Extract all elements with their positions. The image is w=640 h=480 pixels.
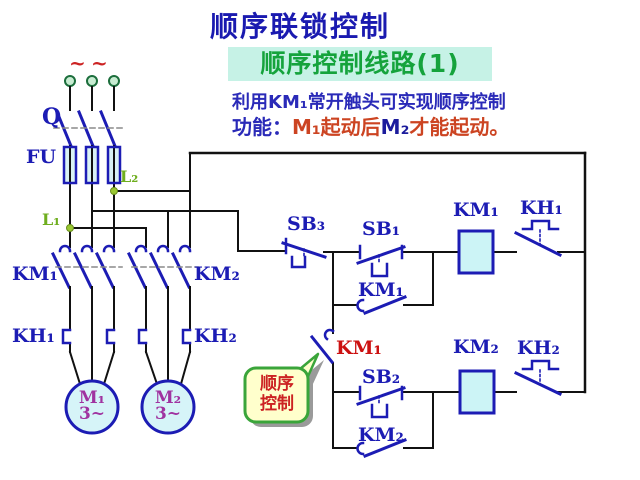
- label-km2-main: KM₂: [194, 263, 240, 285]
- km1-sequence-contact: [309, 328, 335, 365]
- label-sb2: SB₂: [362, 366, 401, 388]
- callout-sequence-control: 顺序 控制: [260, 374, 294, 414]
- sb2-start-button: [356, 385, 406, 419]
- desc2-suffix: 才能起动。: [409, 115, 510, 139]
- label-km1-main: KM₁: [12, 263, 58, 285]
- motor-m2-phases: 3~: [154, 404, 182, 424]
- km2-selfhold-contact: [356, 438, 407, 458]
- label-phase-l1: L₁: [42, 210, 61, 229]
- description-line-2: 功能：M₁起动后M₂才能起动。: [232, 111, 509, 140]
- desc2-prefix: 功能：: [232, 115, 292, 139]
- motor-m1-phases: 3~: [78, 404, 106, 424]
- desc2-m1-phrase: M₁起动后: [292, 115, 381, 139]
- control-circuit: [188, 151, 587, 458]
- km2-coil: [458, 369, 496, 415]
- km1-coil: [457, 229, 495, 275]
- km-main-contacts: [50, 244, 199, 290]
- label-sb3: SB₃: [287, 213, 326, 235]
- motor-m1-label: M₁ 3~: [66, 388, 118, 424]
- label-km2-coil: KM₂: [453, 336, 499, 358]
- label-kh1-heater: KH₁: [12, 325, 55, 347]
- sb1-start-button: [356, 244, 406, 278]
- supply-terminals: [64, 75, 120, 111]
- label-kh2-contact: KH₂: [517, 337, 560, 359]
- junction-l1: [66, 224, 74, 232]
- callout-bubble: [243, 352, 324, 427]
- ac-supply-mark-2: ~: [91, 51, 108, 75]
- label-km1-selfhold: KM₁: [358, 279, 404, 301]
- label-km2-selfhold: KM₂: [358, 424, 404, 446]
- label-switch-q: Q: [42, 104, 62, 130]
- label-kh2-heater: KH₂: [194, 325, 237, 347]
- junction-l2: [110, 187, 118, 195]
- description-line-1: 利用KM₁常开触头可实现顺序控制: [232, 92, 506, 113]
- label-km1-coil: KM₁: [453, 199, 499, 221]
- motor-m1-circle: [64, 379, 120, 435]
- kh-heater-elements: [61, 328, 192, 345]
- label-phase-l2: L₂: [120, 167, 139, 186]
- label-sb1: SB₁: [362, 218, 401, 240]
- kh2-nc-contact: [514, 359, 562, 396]
- ac-supply-mark-1: ~: [69, 51, 86, 75]
- motor-feed-wires: [68, 286, 192, 386]
- page-title: 顺序联锁控制: [209, 10, 390, 43]
- km1-selfhold-contact: [356, 295, 407, 315]
- subtitle-text: 顺序控制线路(1): [260, 49, 460, 78]
- desc2-m2: M₂: [380, 115, 410, 139]
- motor-m2-circle: [140, 379, 196, 435]
- switch-q: [53, 110, 123, 148]
- motor-m2-name: M₂: [154, 388, 182, 408]
- power-circuit: [50, 75, 285, 435]
- motor-m1-name: M₁: [78, 388, 106, 408]
- label-fuse-fu: FU: [26, 146, 57, 168]
- kh1-nc-contact: [513, 219, 563, 258]
- motor-m2-label: M₂ 3~: [142, 388, 194, 424]
- label-km1-sequence: KM₁: [336, 337, 382, 359]
- sb3-stop-button: [281, 237, 327, 269]
- fuses-fu: [62, 145, 122, 248]
- tap-wires: [69, 152, 285, 252]
- label-kh1-contact: KH₁: [520, 197, 563, 219]
- subtitle-band: 顺序控制线路(1): [228, 47, 492, 81]
